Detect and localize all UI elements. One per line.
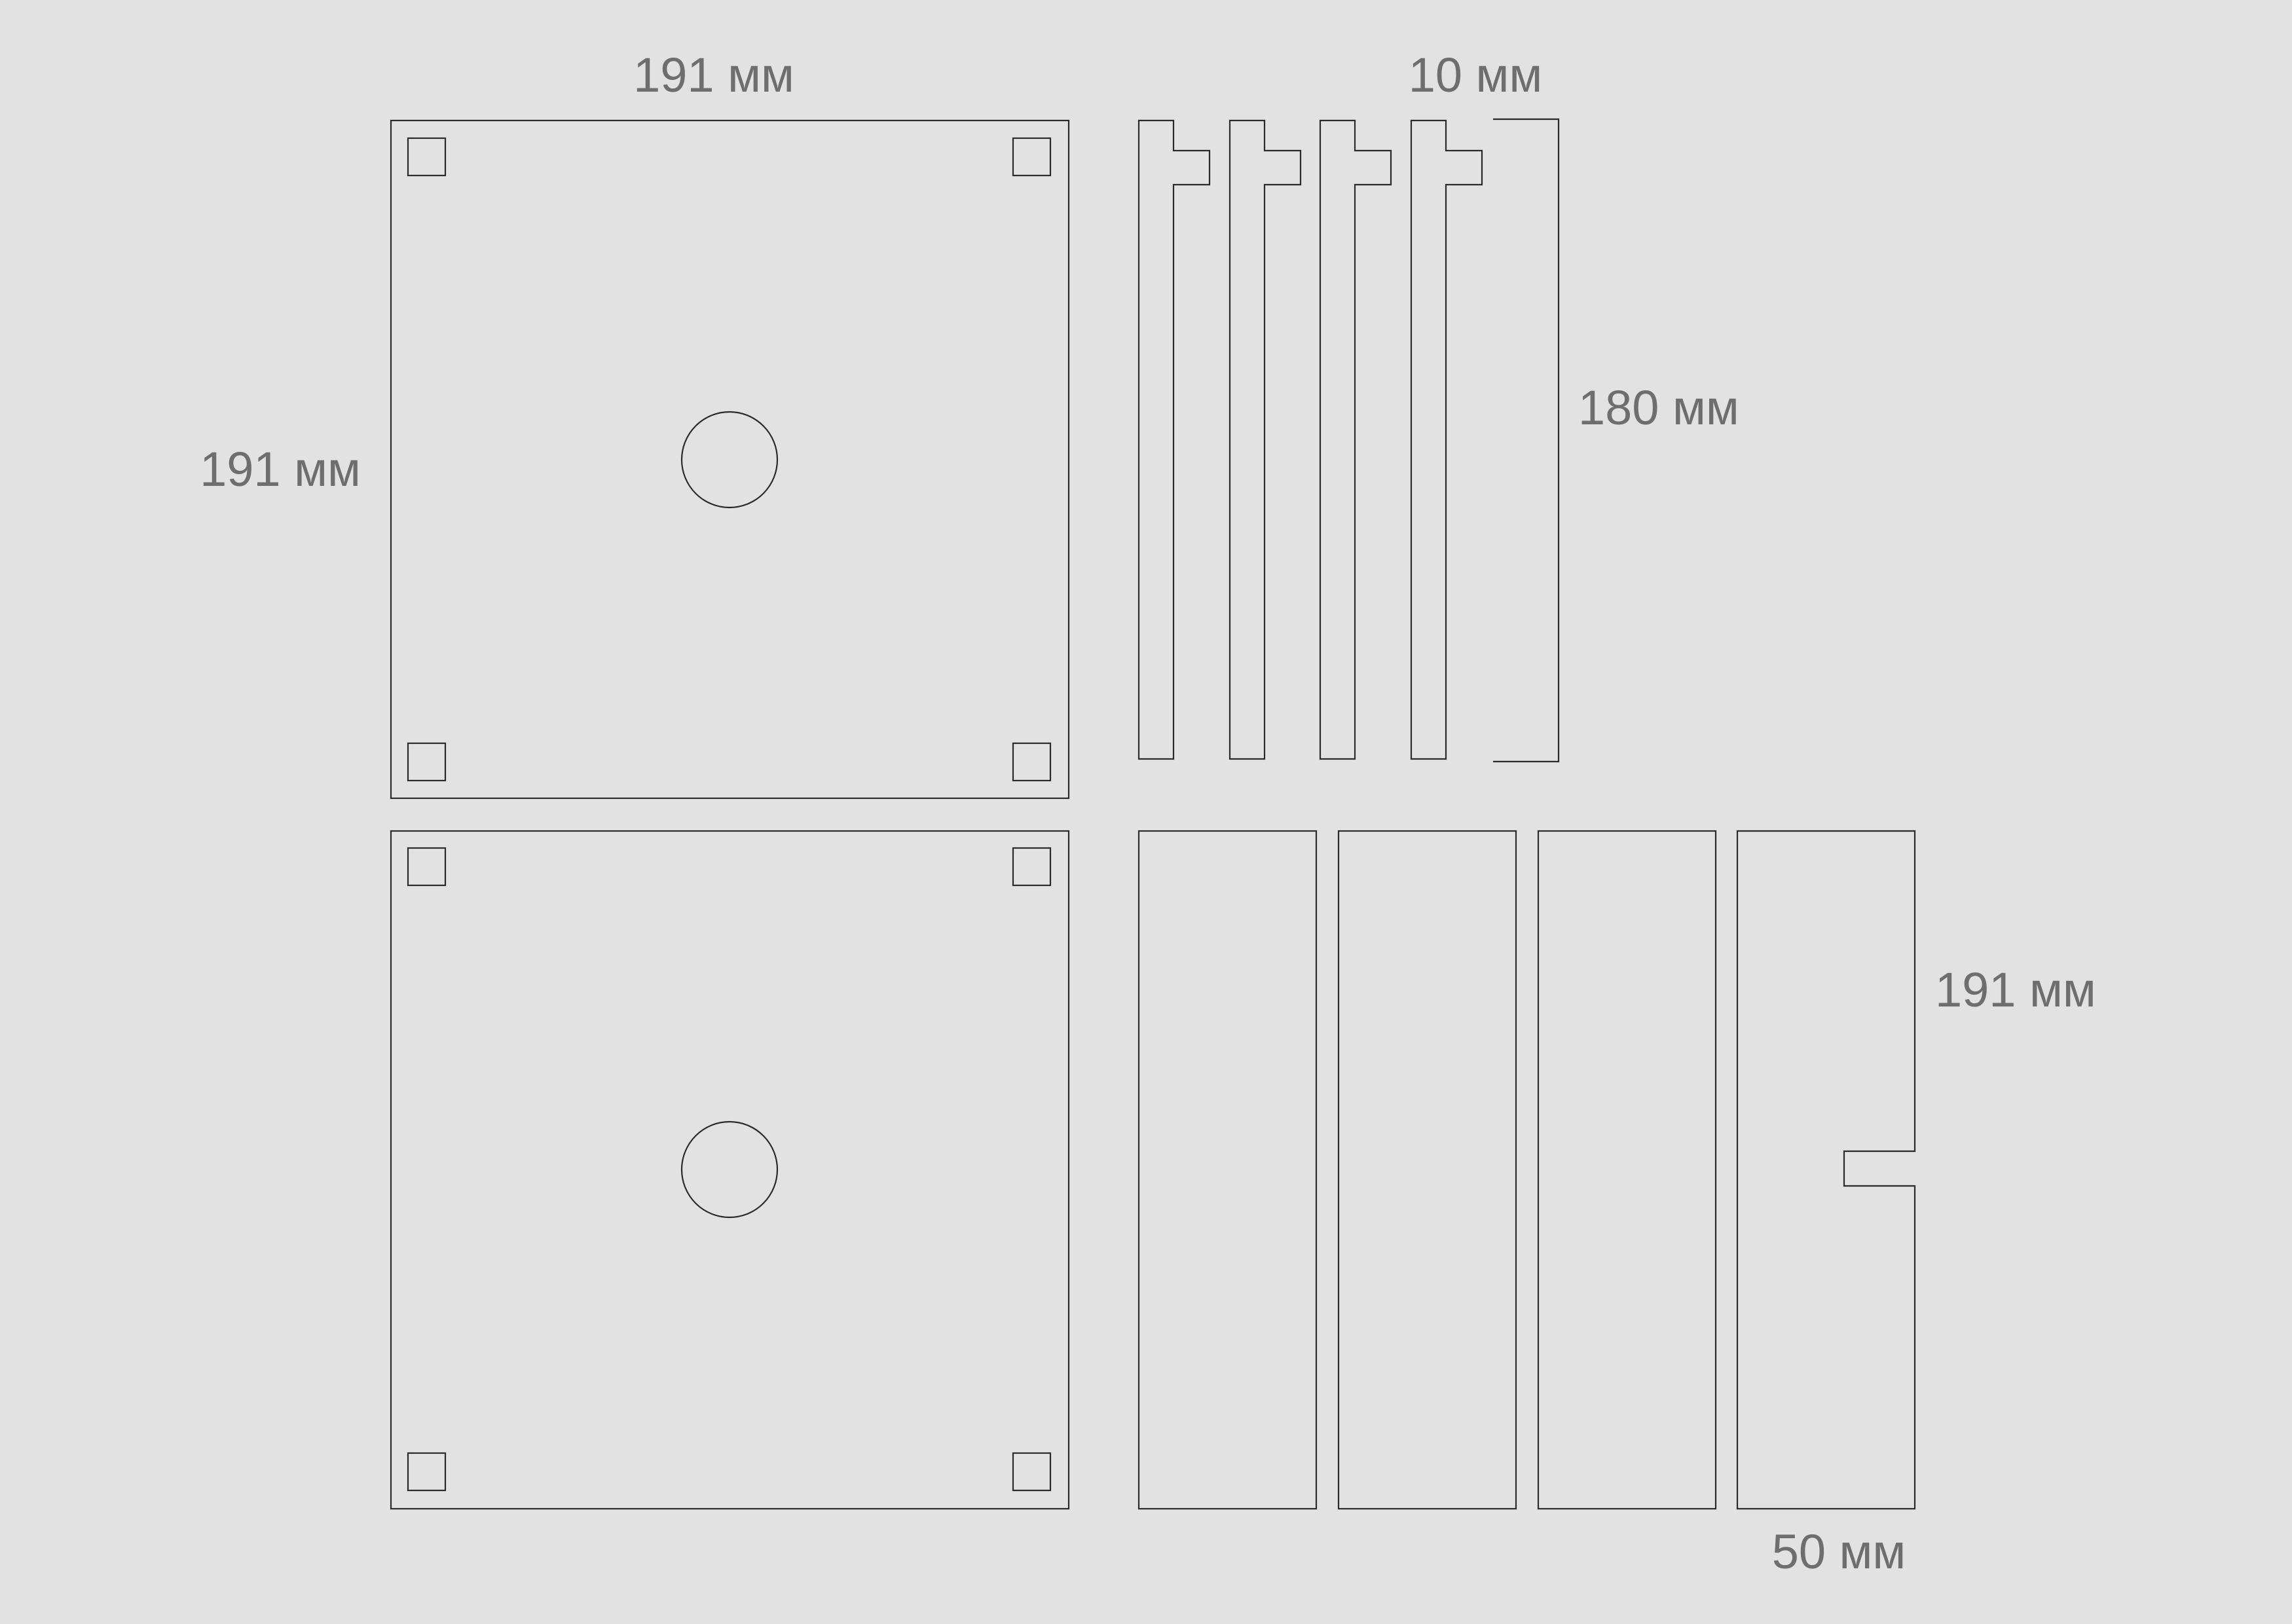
plate-outline <box>390 119 1070 800</box>
side-panels <box>1137 830 1916 1510</box>
side-panel <box>1137 830 1318 1510</box>
square-plate-top <box>390 119 1070 800</box>
side-panel-notched <box>1736 830 1916 1510</box>
center-hole <box>680 411 779 509</box>
dim-panel-width: 50 мм <box>1772 1524 1906 1579</box>
corner-slot <box>407 847 447 887</box>
strip-height-bracket <box>1493 118 1560 763</box>
side-panel <box>1537 830 1717 1510</box>
notched-strip <box>1319 119 1392 760</box>
side-panel <box>1337 830 1517 1510</box>
corner-slot <box>1012 742 1052 782</box>
corner-slot <box>1012 1452 1052 1492</box>
corner-slot <box>407 742 447 782</box>
notched-strip <box>1410 119 1483 760</box>
corner-slot <box>1012 847 1052 887</box>
corner-slot <box>407 137 447 177</box>
square-plate-bottom <box>390 830 1070 1510</box>
dim-strip-height: 180 мм <box>1578 380 1739 435</box>
notched-strips <box>1137 119 1483 760</box>
dim-top-width: 191 мм <box>633 48 794 102</box>
corner-slot <box>407 1452 447 1492</box>
dim-panel-height: 191 мм <box>1935 963 2096 1017</box>
center-hole <box>680 1120 779 1219</box>
notched-strip <box>1229 119 1302 760</box>
corner-slot <box>1012 137 1052 177</box>
dim-left-height: 191 мм <box>200 442 361 496</box>
notched-strip <box>1137 119 1211 760</box>
plate-outline <box>390 830 1070 1510</box>
dim-strip-width: 10 мм <box>1409 48 1543 102</box>
